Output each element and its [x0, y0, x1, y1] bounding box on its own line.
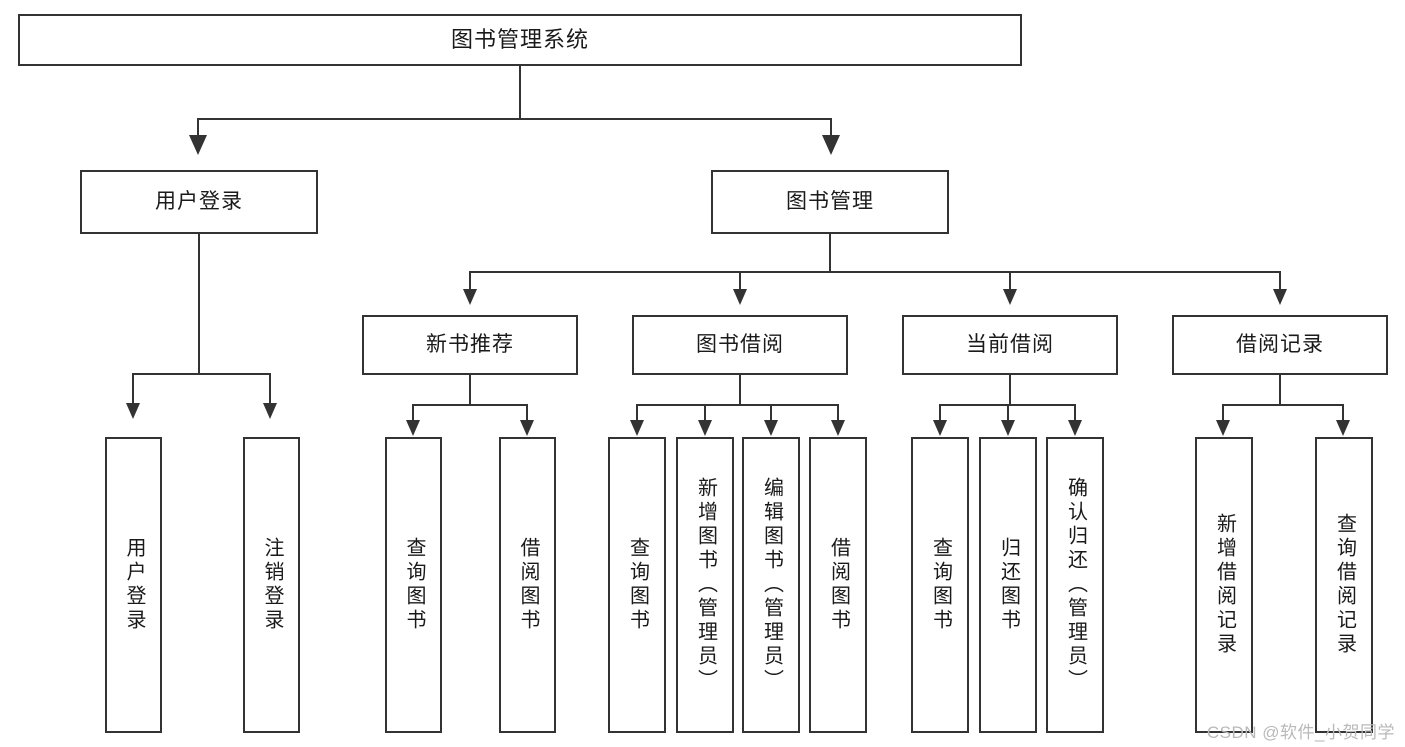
connector-bb-drop-2 [704, 404, 706, 422]
connector-root-stem [519, 66, 521, 119]
connector-bb-bus [636, 404, 839, 406]
arrow-to-leaf-bb-add [698, 420, 712, 436]
leaf-cb-return-book[interactable]: 归还图书 [979, 437, 1037, 733]
connector-level3-drop-1 [469, 271, 471, 291]
connector-book-manage-stem [829, 234, 831, 272]
connector-user-login-stem [198, 234, 200, 374]
node-label: 用户登录 [155, 190, 243, 214]
node-label: 新增图书（管理员） [694, 477, 717, 693]
connector-br-drop-2 [1342, 404, 1344, 422]
connector-nbr-drop-1 [412, 404, 414, 422]
node-label: 新增借阅记录 [1213, 513, 1236, 657]
arrow-to-borrow-record [1273, 289, 1287, 305]
connector-root-drop-right [830, 118, 832, 138]
connector-bb-drop-3 [770, 404, 772, 422]
connector-bb-drop-4 [837, 404, 839, 422]
arrow-to-leaf-bb-query [630, 420, 644, 436]
connector-cb-stem [1009, 375, 1011, 405]
arrow-to-new-book-recommend [463, 289, 477, 305]
leaf-logout[interactable]: 注销登录 [243, 437, 300, 733]
arrow-to-leaf-user-login [126, 403, 140, 419]
leaf-user-login[interactable]: 用户登录 [105, 437, 162, 733]
node-label: 注销登录 [261, 537, 283, 633]
arrow-to-leaf-br-query [1336, 420, 1350, 436]
connector-br-stem [1279, 375, 1281, 405]
connector-user-login-drop-2 [269, 373, 271, 405]
node-current-borrow[interactable]: 当前借阅 [902, 315, 1118, 375]
node-label: 借阅图书 [827, 537, 850, 633]
node-new-book-recommend[interactable]: 新书推荐 [362, 315, 578, 375]
node-borrow-record[interactable]: 借阅记录 [1172, 315, 1388, 375]
arrow-to-leaf-nbr-borrow [520, 420, 534, 436]
leaf-bb-query-book[interactable]: 查询图书 [608, 437, 666, 733]
arrow-to-user-login [189, 135, 207, 155]
arrow-to-book-manage [822, 135, 840, 155]
connector-level3-drop-2 [739, 271, 741, 291]
leaf-bb-borrow-book[interactable]: 借阅图书 [809, 437, 867, 733]
node-label: 查询图书 [403, 537, 425, 633]
node-label: 图书管理系统 [450, 26, 589, 52]
arrow-to-leaf-br-add [1216, 420, 1230, 436]
connector-nbr-stem [469, 375, 471, 405]
node-label: 查询图书 [626, 537, 649, 633]
node-label: 查询图书 [929, 537, 952, 633]
leaf-cb-confirm-return[interactable]: 确认归还（管理员） [1046, 437, 1104, 733]
node-label: 图书管理 [786, 190, 874, 214]
node-label: 借阅图书 [517, 537, 539, 633]
connector-br-bus [1222, 404, 1344, 406]
connector-user-login-bus [132, 373, 269, 375]
node-label: 新书推荐 [426, 333, 514, 357]
connector-cb-drop-3 [1074, 404, 1076, 422]
leaf-br-add-record[interactable]: 新增借阅记录 [1195, 437, 1253, 733]
arrow-to-leaf-cb-confirm [1068, 420, 1082, 436]
node-label: 用户登录 [123, 537, 145, 633]
node-label: 查询借阅记录 [1333, 513, 1356, 657]
leaf-bb-edit-book[interactable]: 编辑图书（管理员） [742, 437, 800, 733]
connector-user-login-drop-1 [132, 373, 134, 405]
node-label: 图书借阅 [696, 333, 784, 357]
connector-cb-drop-1 [939, 404, 941, 422]
leaf-nbr-borrow-book[interactable]: 借阅图书 [499, 437, 556, 733]
connector-br-drop-1 [1222, 404, 1224, 422]
connector-cb-drop-2 [1007, 404, 1009, 422]
connector-level3-drop-3 [1009, 271, 1011, 291]
node-book-borrow[interactable]: 图书借阅 [632, 315, 848, 375]
node-label: 确认归还（管理员） [1064, 477, 1087, 693]
node-label: 归还图书 [997, 537, 1020, 633]
leaf-br-query-record[interactable]: 查询借阅记录 [1315, 437, 1373, 733]
arrow-to-current-borrow [1003, 289, 1017, 305]
connector-level3-bus [469, 271, 1281, 273]
arrow-to-leaf-nbr-query [406, 420, 420, 436]
arrow-to-leaf-bb-edit [764, 420, 778, 436]
arrow-to-leaf-logout [263, 403, 277, 419]
arrow-to-book-borrow [733, 289, 747, 305]
connector-nbr-bus [412, 404, 528, 406]
connector-root-bus [197, 118, 832, 120]
connector-bb-stem [739, 375, 741, 405]
connector-level3-drop-4 [1279, 271, 1281, 291]
node-label: 编辑图书（管理员） [760, 477, 783, 693]
leaf-cb-query-book[interactable]: 查询图书 [911, 437, 969, 733]
leaf-bb-add-book[interactable]: 新增图书（管理员） [676, 437, 734, 733]
arrow-to-leaf-cb-return [1001, 420, 1015, 436]
node-label: 借阅记录 [1236, 333, 1324, 357]
leaf-nbr-query-book[interactable]: 查询图书 [385, 437, 442, 733]
arrow-to-leaf-cb-query [933, 420, 947, 436]
connector-root-drop-left [197, 118, 199, 138]
connector-bb-drop-1 [636, 404, 638, 422]
node-user-login[interactable]: 用户登录 [80, 170, 318, 234]
arrow-to-leaf-bb-borrow [831, 420, 845, 436]
node-root-system[interactable]: 图书管理系统 [18, 14, 1022, 66]
node-label: 当前借阅 [966, 333, 1054, 357]
watermark-text: CSDN @软件_小贺同学 [1206, 723, 1395, 742]
node-book-manage[interactable]: 图书管理 [711, 170, 949, 234]
connector-nbr-drop-2 [526, 404, 528, 422]
